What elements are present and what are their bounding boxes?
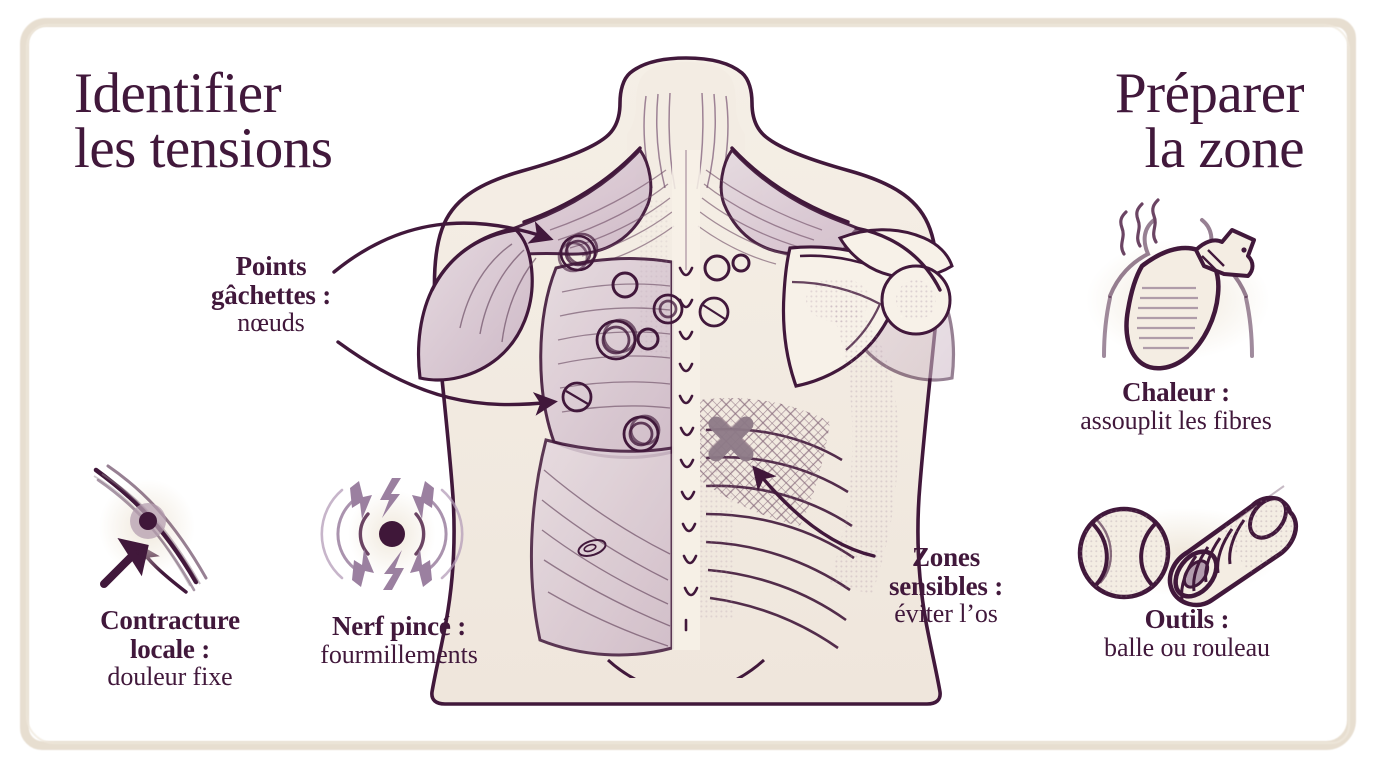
x-marker-icon [708, 416, 754, 462]
muscle-spindle-knot-icon [93, 464, 208, 592]
arrow-to-sensitive-zone [752, 465, 876, 558]
callout-zones-sensibles: Zones sensibles : éviter l’os [856, 543, 1036, 628]
callout-subtitle: assouplit les fibres [1080, 405, 1272, 435]
hot-water-bottle-icon [1086, 198, 1270, 371]
trigger-point-markers [557, 232, 751, 453]
callout-chaleur: Chaleur : assouplit les fibres [1028, 378, 1324, 434]
callout-contracture-locale: Contracture locale : douleur fixe [56, 606, 284, 691]
callout-title: Outils : [1144, 604, 1230, 634]
callout-title: Nerf pincé : [331, 611, 467, 641]
nerve-radiating-bolts-icon [320, 478, 464, 590]
arrow-to-trigger-point-upper [332, 221, 554, 274]
spine-dashed-line-icon [678, 266, 699, 632]
page-title-left: Identifier les tensions [74, 62, 333, 181]
callout-title: Chaleur : [1122, 377, 1230, 407]
callout-title-2: sensibles : [888, 570, 1004, 601]
callout-points-gachettes: Points gâchettes : nœuds [176, 252, 366, 337]
callout-outils: Outils : balle ou rouleau [1062, 605, 1312, 661]
callout-title-2: gâchettes : [211, 279, 331, 310]
callout-title: Zones [911, 542, 981, 572]
callout-nerf-pince: Nerf pincé : fourmillements [292, 612, 506, 668]
callout-subtitle: fourmillements [320, 639, 478, 669]
page-title-right: Préparer la zone [1114, 62, 1305, 181]
ball-and-foam-roller-icon [1077, 485, 1299, 608]
callout-title: Points [235, 251, 307, 281]
callout-subtitle: éviter l’os [894, 599, 998, 629]
arrow-to-trigger-point-lower [336, 340, 558, 416]
callout-title-2: locale : [129, 633, 211, 664]
callout-subtitle: balle ou rouleau [1104, 632, 1270, 662]
callout-subtitle: nœuds [237, 308, 305, 338]
callout-title: Contracture [100, 605, 240, 635]
callout-subtitle: douleur fixe [107, 662, 233, 692]
